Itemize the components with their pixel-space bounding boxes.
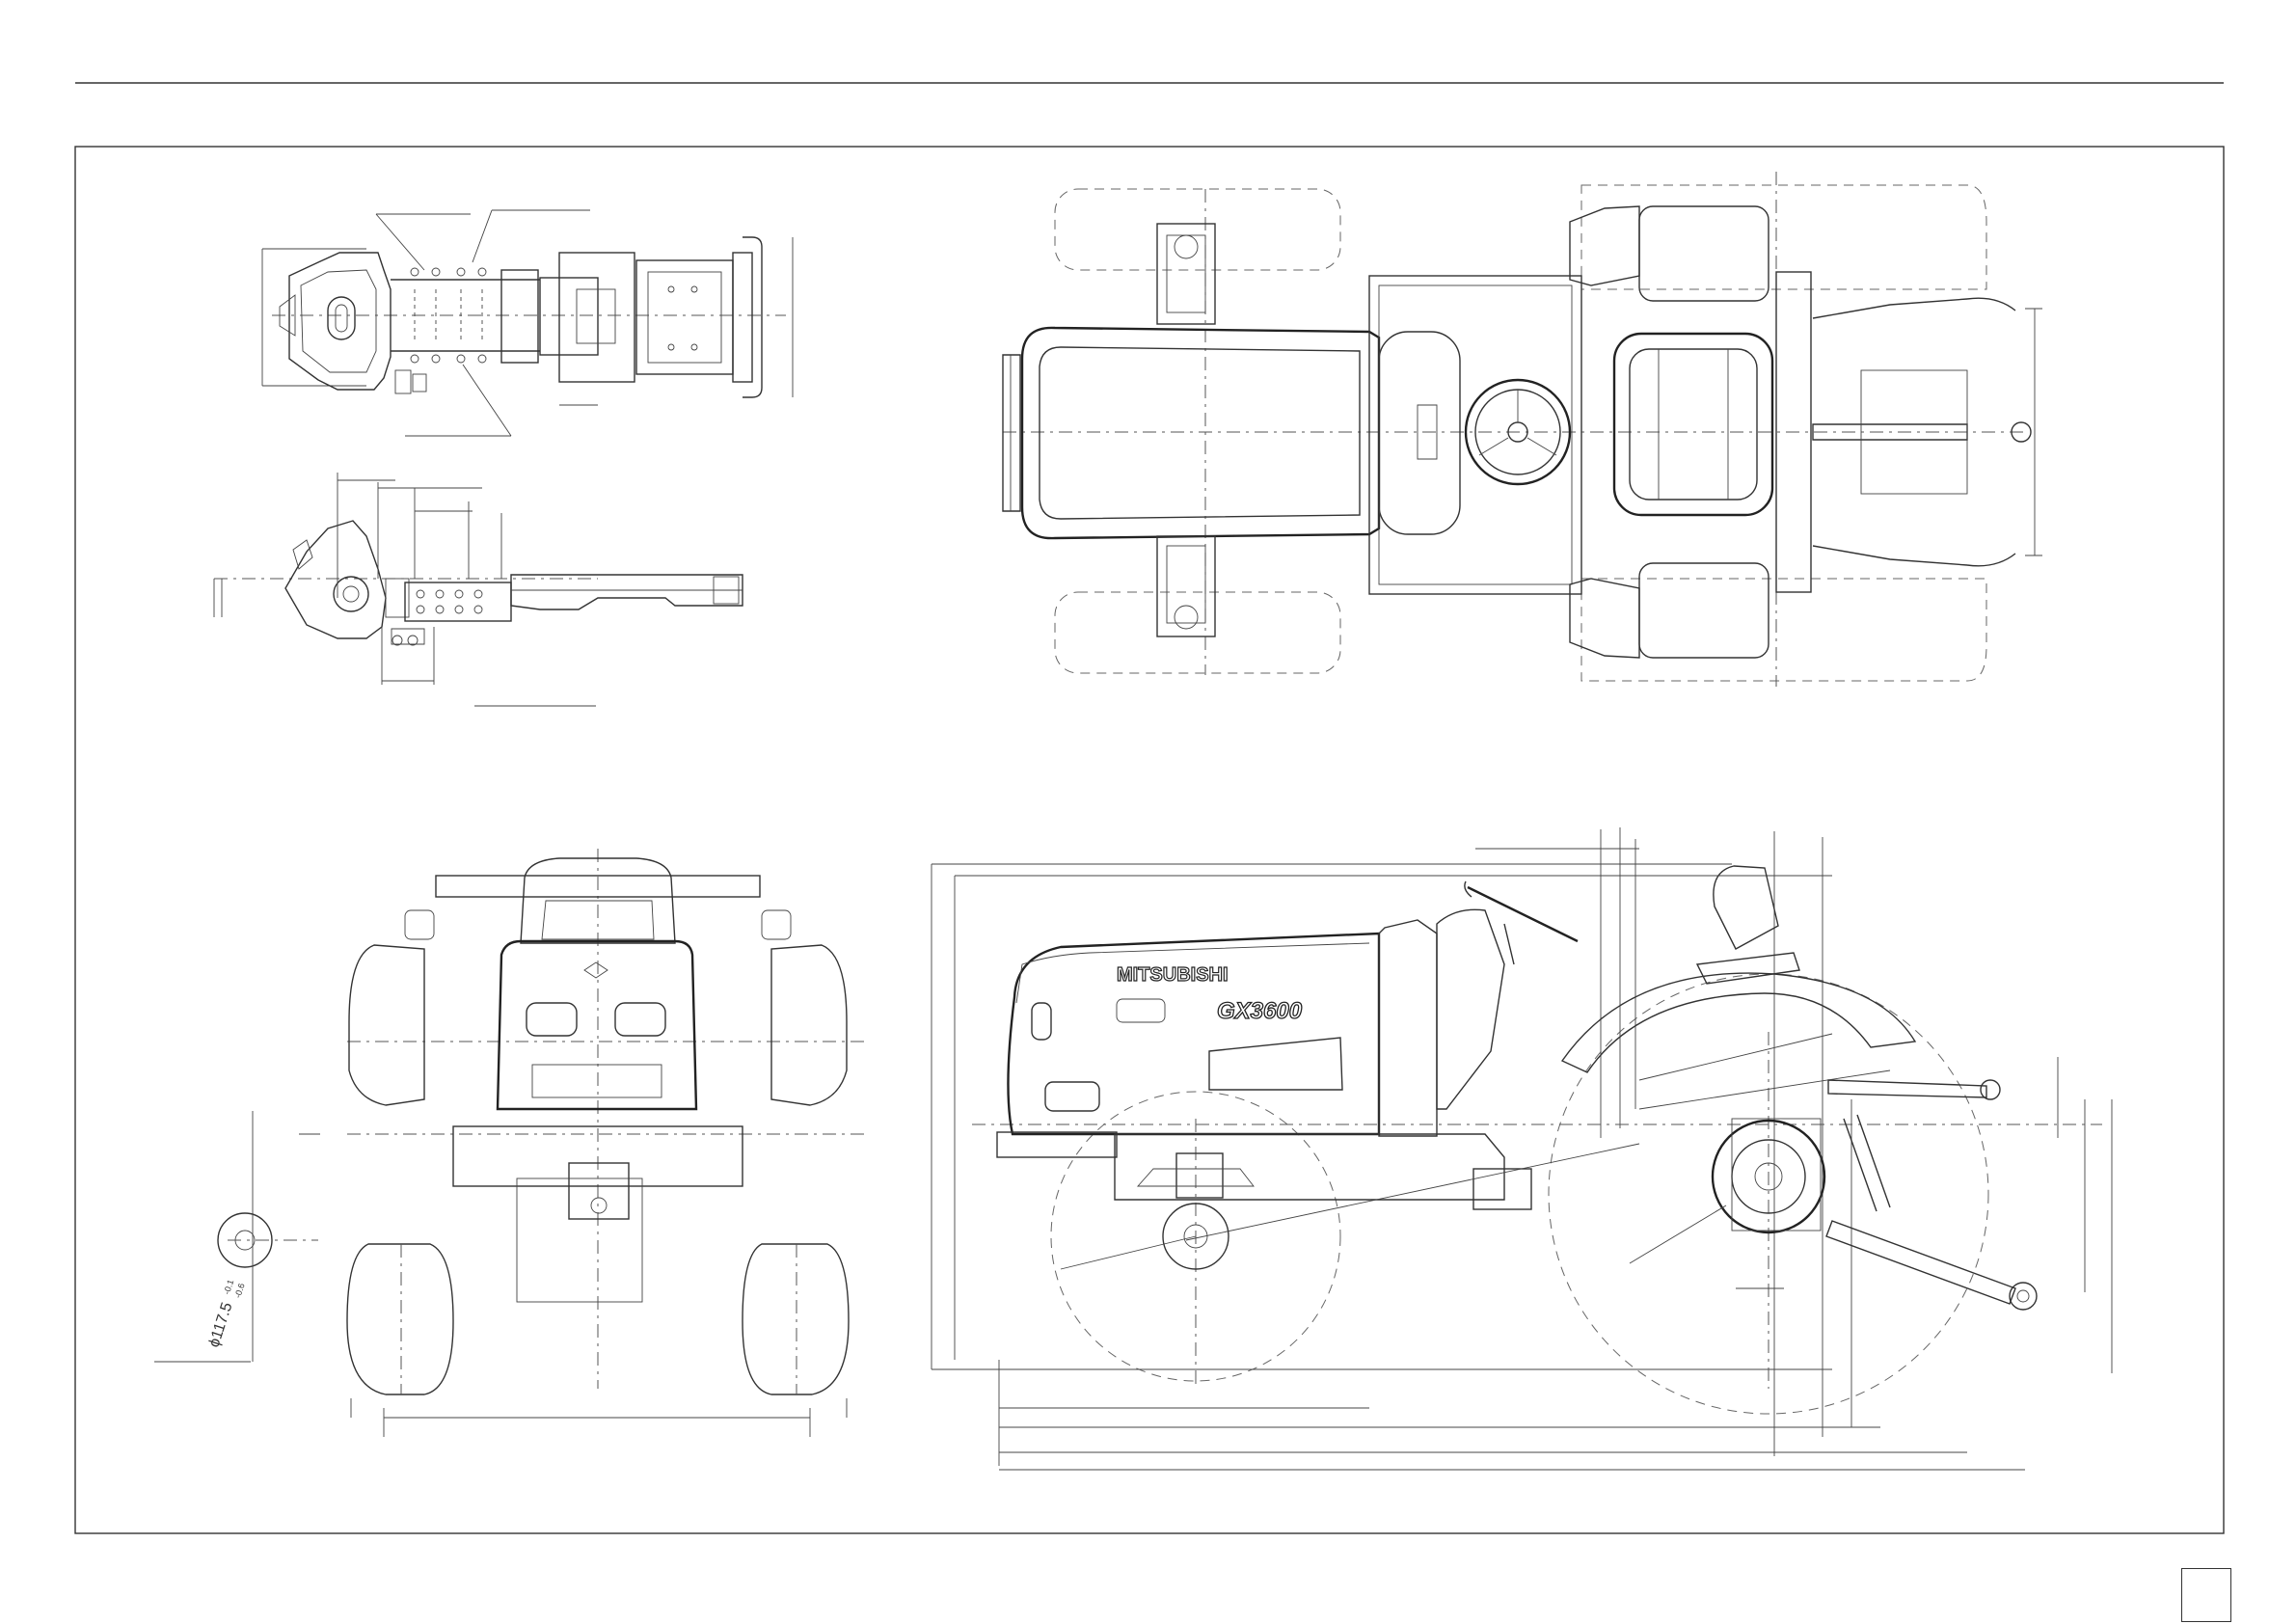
page-number-box <box>2181 1568 2231 1622</box>
brand-text: MITSUBISHI <box>1117 964 1229 986</box>
drawing-frame <box>75 147 2224 1533</box>
front-view-tractor <box>154 849 868 1437</box>
top-view-tractor <box>1003 172 2042 687</box>
side-view-tractor <box>932 827 2112 1470</box>
model-text: GX3600 <box>1217 998 1303 1024</box>
hitch-tolerance-lower: -0.6 <box>232 1282 246 1299</box>
side-view-chassis <box>214 473 743 706</box>
hitch-diameter-label: ϕ117.5 <box>206 1300 236 1349</box>
top-view-chassis <box>262 210 793 436</box>
